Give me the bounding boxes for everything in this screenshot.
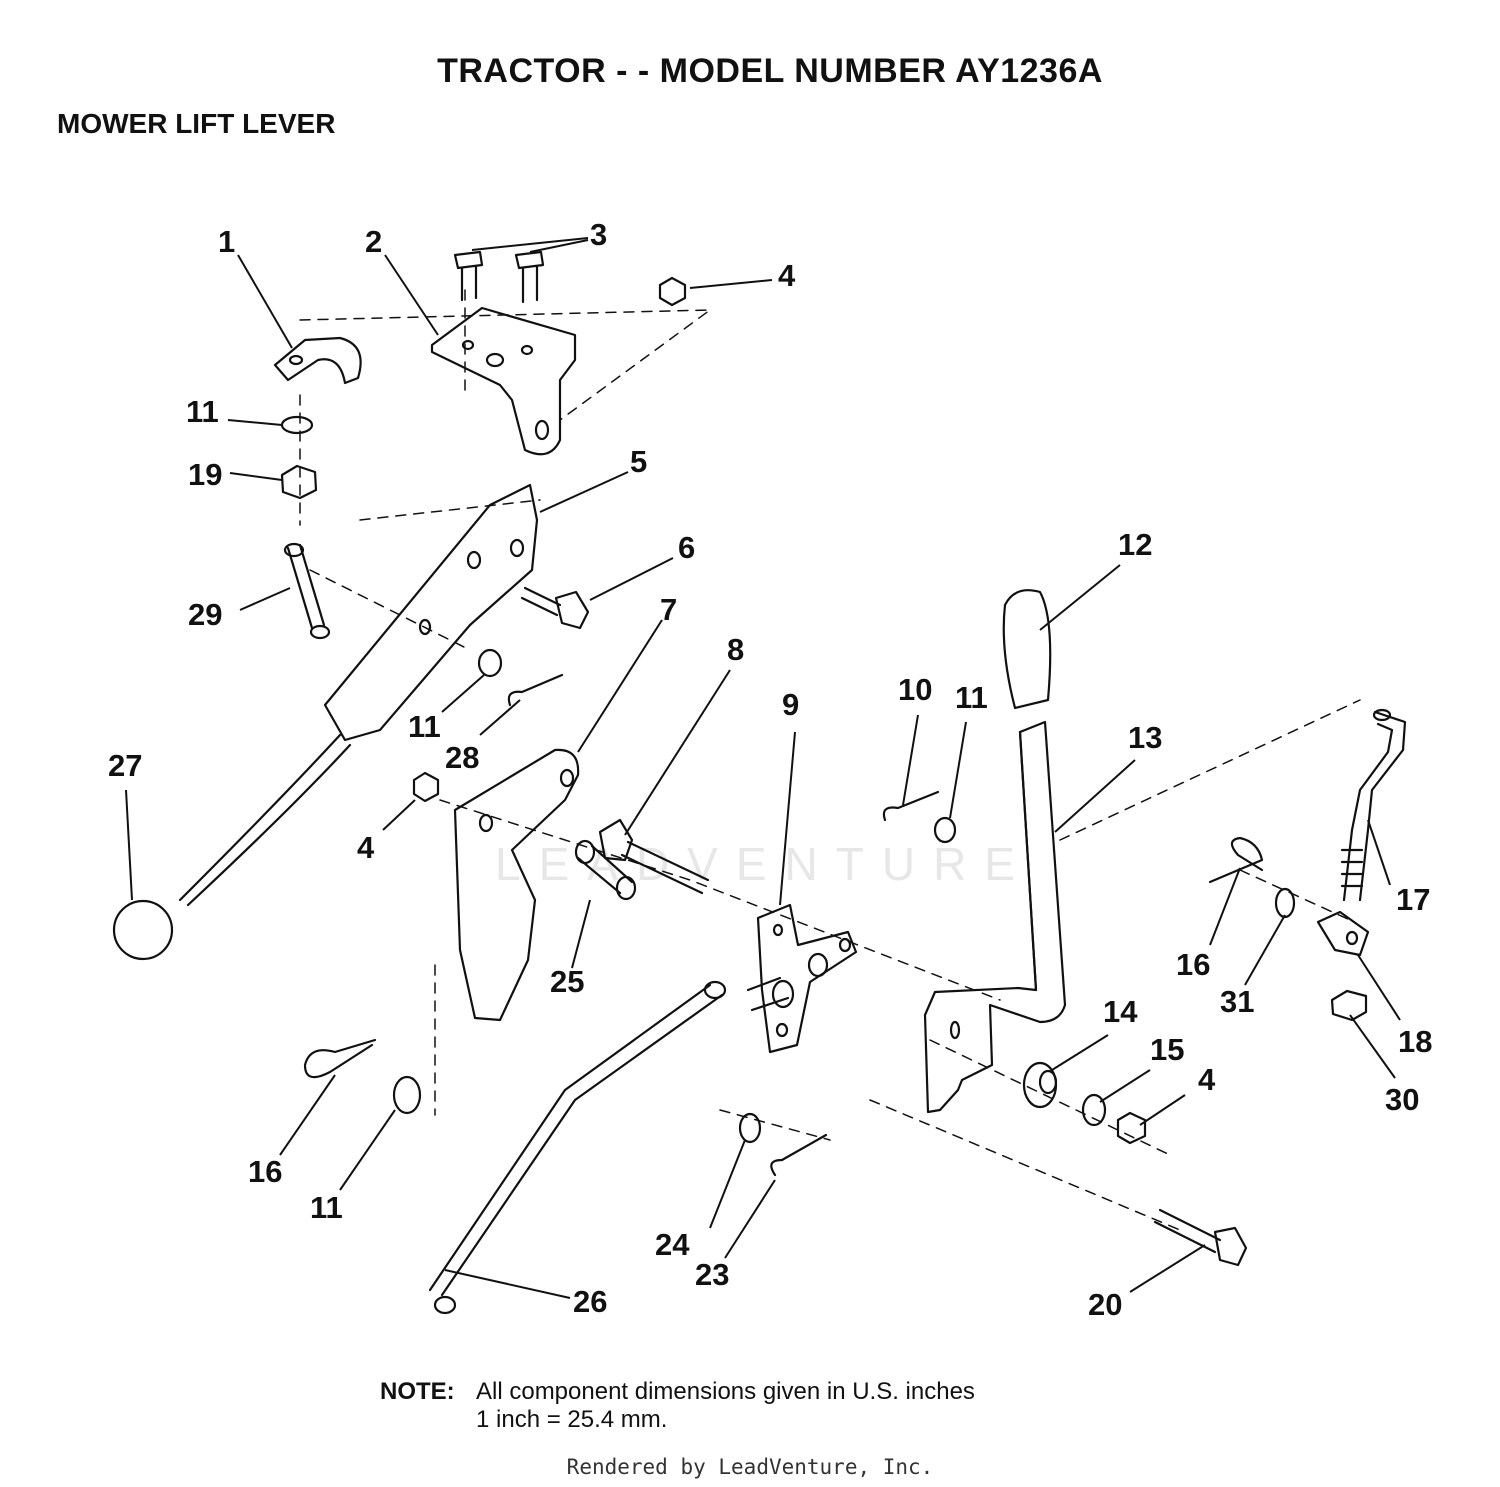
part-28-cotter-pin [507,673,564,707]
part-20-bolt [1153,1208,1222,1254]
callout-31: 31 [1220,984,1254,1019]
callout-14: 14 [1103,994,1138,1029]
part-2-bracket [430,306,577,456]
note-text: All component dimensions given in U.S. i… [476,1378,975,1434]
callout-24: 24 [655,1227,690,1262]
part-4-nut-mid [412,771,440,803]
part-10-cotter-pin [882,790,940,822]
part-11-washer-top [280,415,314,435]
callout-11-mid: 11 [408,709,441,744]
callout-3: 3 [590,217,607,252]
callout-1: 1 [218,224,235,259]
callout-17: 17 [1396,882,1430,917]
callout-4-right: 4 [1198,1062,1216,1097]
part-16-hairpin-left [303,1038,377,1079]
callout-7: 7 [660,592,677,627]
part-18-ferrule [1316,910,1370,957]
callout-16-right: 16 [1176,947,1210,982]
callout-20: 20 [1088,1287,1122,1322]
callout-30: 30 [1385,1082,1419,1117]
part-24-washer [738,1112,762,1144]
callout-26: 26 [573,1284,607,1319]
callout-11-right: 11 [955,680,988,715]
callout-5: 5 [630,444,647,479]
part-31-washer [1274,887,1296,919]
callout-15: 15 [1150,1032,1184,1067]
part-16-hairpin-right [1208,836,1264,884]
part-19-nut [280,464,318,500]
page-title: TRACTOR - - MODEL NUMBER AY1236A [437,52,1103,90]
callout-29: 29 [188,597,222,632]
callout-8: 8 [727,632,744,667]
part-6-bolt [520,586,562,617]
part-15-washer [1081,1093,1107,1127]
part-8-bolt [598,818,634,862]
part-26-rod [428,983,724,1297]
part-29-link [286,543,326,630]
watermark: LEADVENTURE [495,838,1033,890]
part-9-bracket [756,903,858,1054]
part-17-rod [1342,710,1407,902]
callout-6: 6 [678,530,695,565]
section-title: MOWER LIFT LEVER [57,108,336,139]
callout-25: 25 [550,964,584,999]
callout-23: 23 [695,1257,729,1292]
callout-28: 28 [445,740,479,775]
part-13-lever [923,720,1067,1114]
part-4-nut-right [1116,1111,1147,1145]
callout-2: 2 [365,224,382,259]
part-11-washer-bottom [392,1075,422,1115]
part-11-washer-mid [477,648,503,678]
callout-4-mid: 4 [357,830,375,865]
callout-19: 19 [188,457,222,492]
assembly-lines [299,289,1361,1231]
callout-labels: 1 2 3 4 11 19 5 6 29 7 8 12 10 11 9 11 1… [108,217,1432,1322]
note-line-1: All component dimensions given in U.S. i… [476,1378,975,1405]
callout-11-bottom: 11 [310,1190,343,1225]
part-3-bolts [453,250,545,304]
callout-10: 10 [898,672,932,707]
part-23-cotter-pin [770,1133,828,1177]
callout-4-top: 4 [778,258,796,293]
part-11-washer-right [933,816,957,844]
part-4-nut-top [658,276,687,307]
part-27-knob [112,899,174,961]
callout-12: 12 [1118,527,1152,562]
note-line-2: 1 inch = 25.4 mm. [476,1406,668,1433]
callout-11-top: 11 [186,394,219,429]
part-12-grip [1002,589,1052,710]
part-1-clip [273,336,362,385]
part-5-lever-arm [323,483,539,742]
dimension-note: NOTE: All component dimensions given in U… [380,1378,975,1434]
part-27-cable [178,733,352,907]
callout-18: 18 [1398,1024,1432,1059]
note-label: NOTE: [380,1378,455,1405]
callout-27: 27 [108,748,142,783]
callout-13: 13 [1128,720,1162,755]
part-30-nut [1330,989,1368,1022]
callout-9: 9 [782,687,799,722]
callout-16-left: 16 [248,1154,282,1189]
leader-lines [125,237,1401,1299]
render-credit: Rendered by LeadVenture, Inc. [566,1455,934,1479]
part-7-plate [453,748,580,1022]
